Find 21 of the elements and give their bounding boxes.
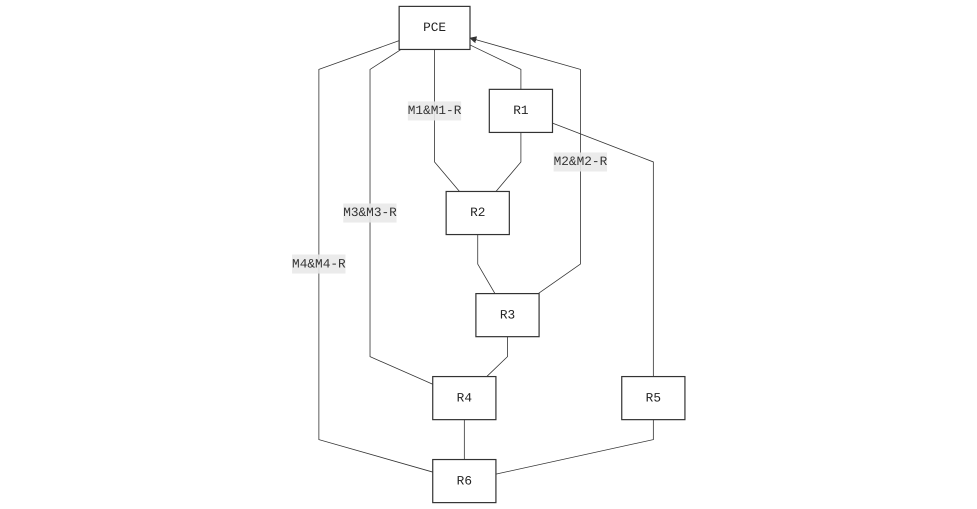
node-box: R6 <box>432 458 497 504</box>
edge-label: M4&M4-R <box>292 256 346 272</box>
connector <box>477 234 496 294</box>
edge-label: M3&M3-R <box>343 206 397 220</box>
node-box: R3 <box>475 293 540 338</box>
edge-label: M1&M1-R <box>408 104 462 118</box>
connector <box>464 419 465 460</box>
node-box: R2 <box>446 190 510 236</box>
arrow <box>470 36 581 294</box>
connector <box>370 49 434 385</box>
node-box: PCE <box>398 6 471 50</box>
node-box: R4 <box>432 376 497 420</box>
edge-label: M2&M2-R <box>554 154 608 170</box>
node-box: R5 <box>621 376 686 420</box>
connector <box>486 336 508 377</box>
connector <box>496 132 522 192</box>
connector <box>470 44 522 90</box>
connector <box>318 40 434 472</box>
connector <box>496 419 654 475</box>
node-box: R1 <box>488 88 554 134</box>
connector <box>552 122 654 377</box>
